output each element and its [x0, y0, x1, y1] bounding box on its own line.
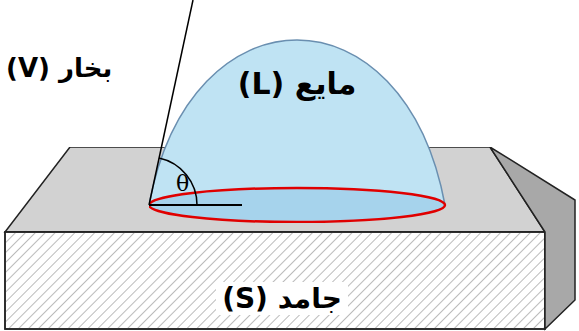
angle-symbol: θ: [176, 171, 189, 196]
region-label: مایع (L): [238, 66, 357, 101]
liquid-droplet: مایع (L): [149, 38, 447, 223]
vapor-label: بخار (V): [6, 53, 112, 83]
region-label: جامد (S): [216, 282, 348, 315]
